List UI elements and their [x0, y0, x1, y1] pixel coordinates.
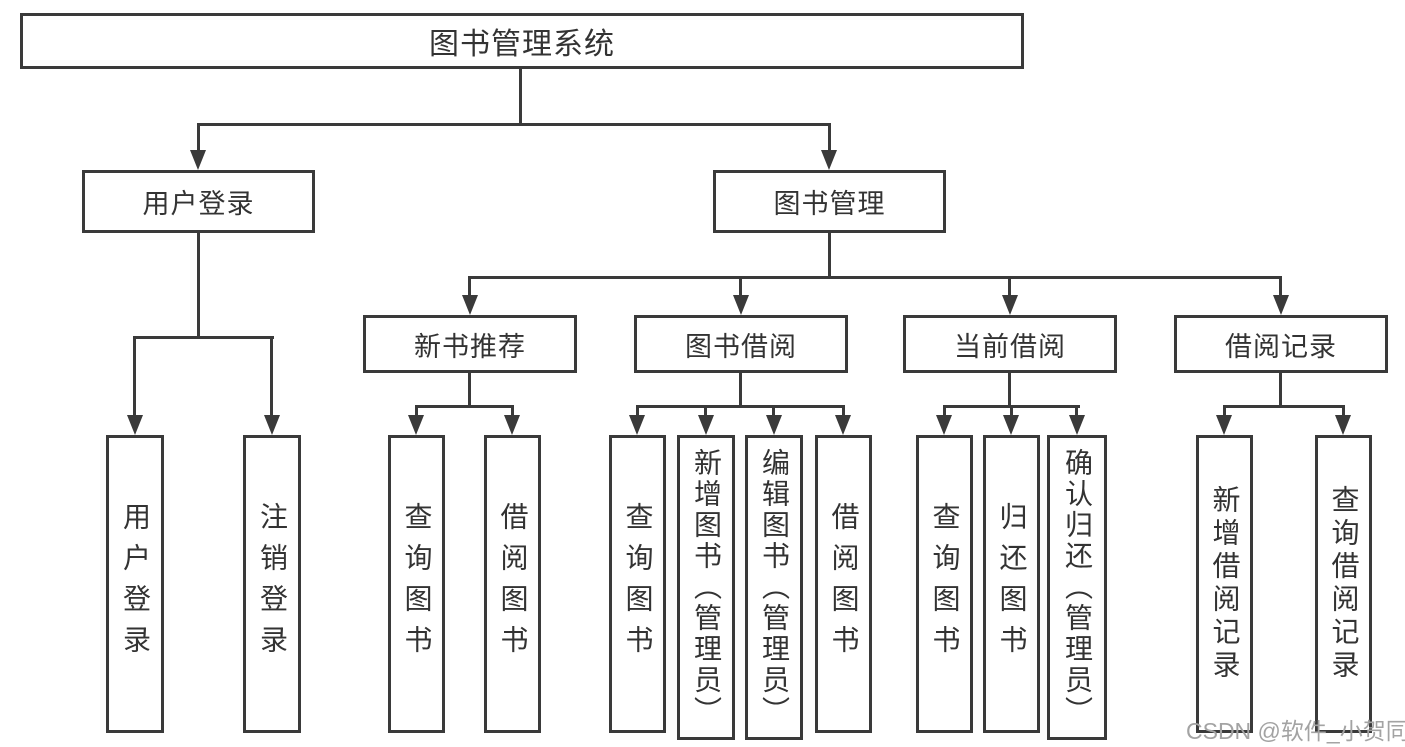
arrow-down-icon [1069, 415, 1085, 435]
connector-vline [1075, 405, 1078, 417]
arrow-down-icon [821, 150, 837, 170]
connector-hline [1223, 405, 1345, 408]
leaf-user-login: 用户登录 [106, 435, 164, 733]
connector-vline [270, 336, 273, 417]
leaf-borrow-add-book-admin-label: 新增图书（管理员） [691, 448, 722, 727]
node-library-system: 图书管理系统 [20, 13, 1024, 69]
leaf-borrow-add-book-admin: 新增图书（管理员） [677, 435, 735, 740]
leaf-records-query-record: 查询借阅记录 [1315, 435, 1372, 733]
leaf-current-return-book-label: 归还图书 [996, 502, 1028, 666]
connector-vline [519, 69, 522, 126]
watermark: CSDN @软件_小贺同学 [1186, 718, 1405, 744]
leaf-borrow-edit-book-admin-label: 编辑图书（管理员） [759, 448, 790, 727]
node-borrow-records-label: 借阅记录 [1225, 331, 1337, 362]
arrow-down-icon [698, 415, 714, 435]
connector-vline [133, 336, 136, 417]
arrow-down-icon [1003, 415, 1019, 435]
leaf-current-confirm-return-admin: 确认归还（管理员） [1047, 435, 1107, 740]
node-new-book-recommend: 新书推荐 [363, 315, 577, 373]
leaf-borrow-borrow-book-label: 借阅图书 [828, 502, 860, 666]
connector-hline [134, 336, 274, 339]
connector-vline [704, 405, 707, 417]
leaf-borrow-edit-book-admin: 编辑图书（管理员） [745, 435, 803, 740]
leaf-records-add-record: 新增借阅记录 [1196, 435, 1253, 733]
connector-hline [197, 123, 831, 126]
connector-hline [468, 276, 1282, 279]
connector-vline [197, 233, 200, 338]
connector-vline [1342, 405, 1345, 417]
leaf-current-confirm-return-admin-label: 确认归还（管理员） [1062, 448, 1093, 727]
connector-vline [842, 405, 845, 417]
connector-vline [739, 276, 742, 298]
arrow-down-icon [733, 295, 749, 315]
node-user-login-label: 用户登录 [142, 189, 255, 219]
arrow-down-icon [504, 415, 520, 435]
leaf-user-login-label: 用户登录 [120, 502, 151, 666]
connector-vline [197, 123, 200, 153]
node-new-book-recommend-label: 新书推荐 [414, 331, 526, 362]
leaf-recommend-borrow-book-label: 借阅图书 [497, 502, 529, 666]
connector-vline [772, 405, 775, 417]
node-book-management: 图书管理 [713, 170, 946, 233]
arrow-down-icon [936, 415, 952, 435]
connector-vline [468, 373, 471, 407]
connector-vline [1223, 405, 1226, 417]
arrow-down-icon [408, 415, 424, 435]
arrow-down-icon [766, 415, 782, 435]
node-user-login: 用户登录 [82, 170, 315, 233]
leaf-current-query-book: 查询图书 [916, 435, 973, 733]
connector-vline [1010, 405, 1013, 417]
arrow-down-icon [629, 415, 645, 435]
connector-vline [1008, 276, 1011, 298]
node-library-system-label: 图书管理系统 [429, 28, 615, 61]
arrow-down-icon [1216, 415, 1232, 435]
node-borrow-records: 借阅记录 [1174, 315, 1388, 373]
leaf-recommend-query-book-label: 查询图书 [401, 502, 433, 666]
connector-hline [636, 405, 845, 408]
node-book-borrow: 图书借阅 [634, 315, 848, 373]
connector-vline [1279, 373, 1282, 407]
arrow-down-icon [190, 150, 206, 170]
connector-vline [1008, 373, 1011, 407]
node-book-borrow-label: 图书借阅 [685, 331, 797, 362]
arrow-down-icon [835, 415, 851, 435]
arrow-down-icon [1002, 295, 1018, 315]
arrow-down-icon [462, 295, 478, 315]
connector-vline [468, 276, 471, 298]
leaf-records-query-record-label: 查询借阅记录 [1328, 485, 1360, 683]
leaf-logout: 注销登录 [243, 435, 301, 733]
leaf-current-query-book-label: 查询图书 [929, 502, 961, 666]
leaf-borrow-query-book-label: 查询图书 [622, 502, 654, 666]
node-current-borrow-label: 当前借阅 [954, 331, 1066, 362]
leaf-borrow-borrow-book: 借阅图书 [815, 435, 872, 733]
connector-vline [828, 123, 831, 153]
leaf-recommend-borrow-book: 借阅图书 [484, 435, 541, 733]
leaf-records-add-record-label: 新增借阅记录 [1209, 485, 1241, 683]
connector-vline [943, 405, 946, 417]
arrow-down-icon [1273, 295, 1289, 315]
connector-vline [828, 233, 831, 278]
leaf-recommend-query-book: 查询图书 [388, 435, 445, 733]
connector-vline [1279, 276, 1282, 298]
connector-vline [511, 405, 514, 417]
connector-vline [415, 405, 418, 417]
connector-vline [636, 405, 639, 417]
arrow-down-icon [264, 415, 280, 435]
connector-hline [415, 405, 514, 408]
arrow-down-icon [1335, 415, 1351, 435]
node-book-management-label: 图书管理 [773, 189, 886, 219]
leaf-current-return-book: 归还图书 [983, 435, 1040, 733]
arrow-down-icon [127, 415, 143, 435]
connector-vline [739, 373, 742, 407]
leaf-logout-label: 注销登录 [257, 502, 288, 666]
leaf-borrow-query-book: 查询图书 [609, 435, 666, 733]
node-current-borrow: 当前借阅 [903, 315, 1117, 373]
